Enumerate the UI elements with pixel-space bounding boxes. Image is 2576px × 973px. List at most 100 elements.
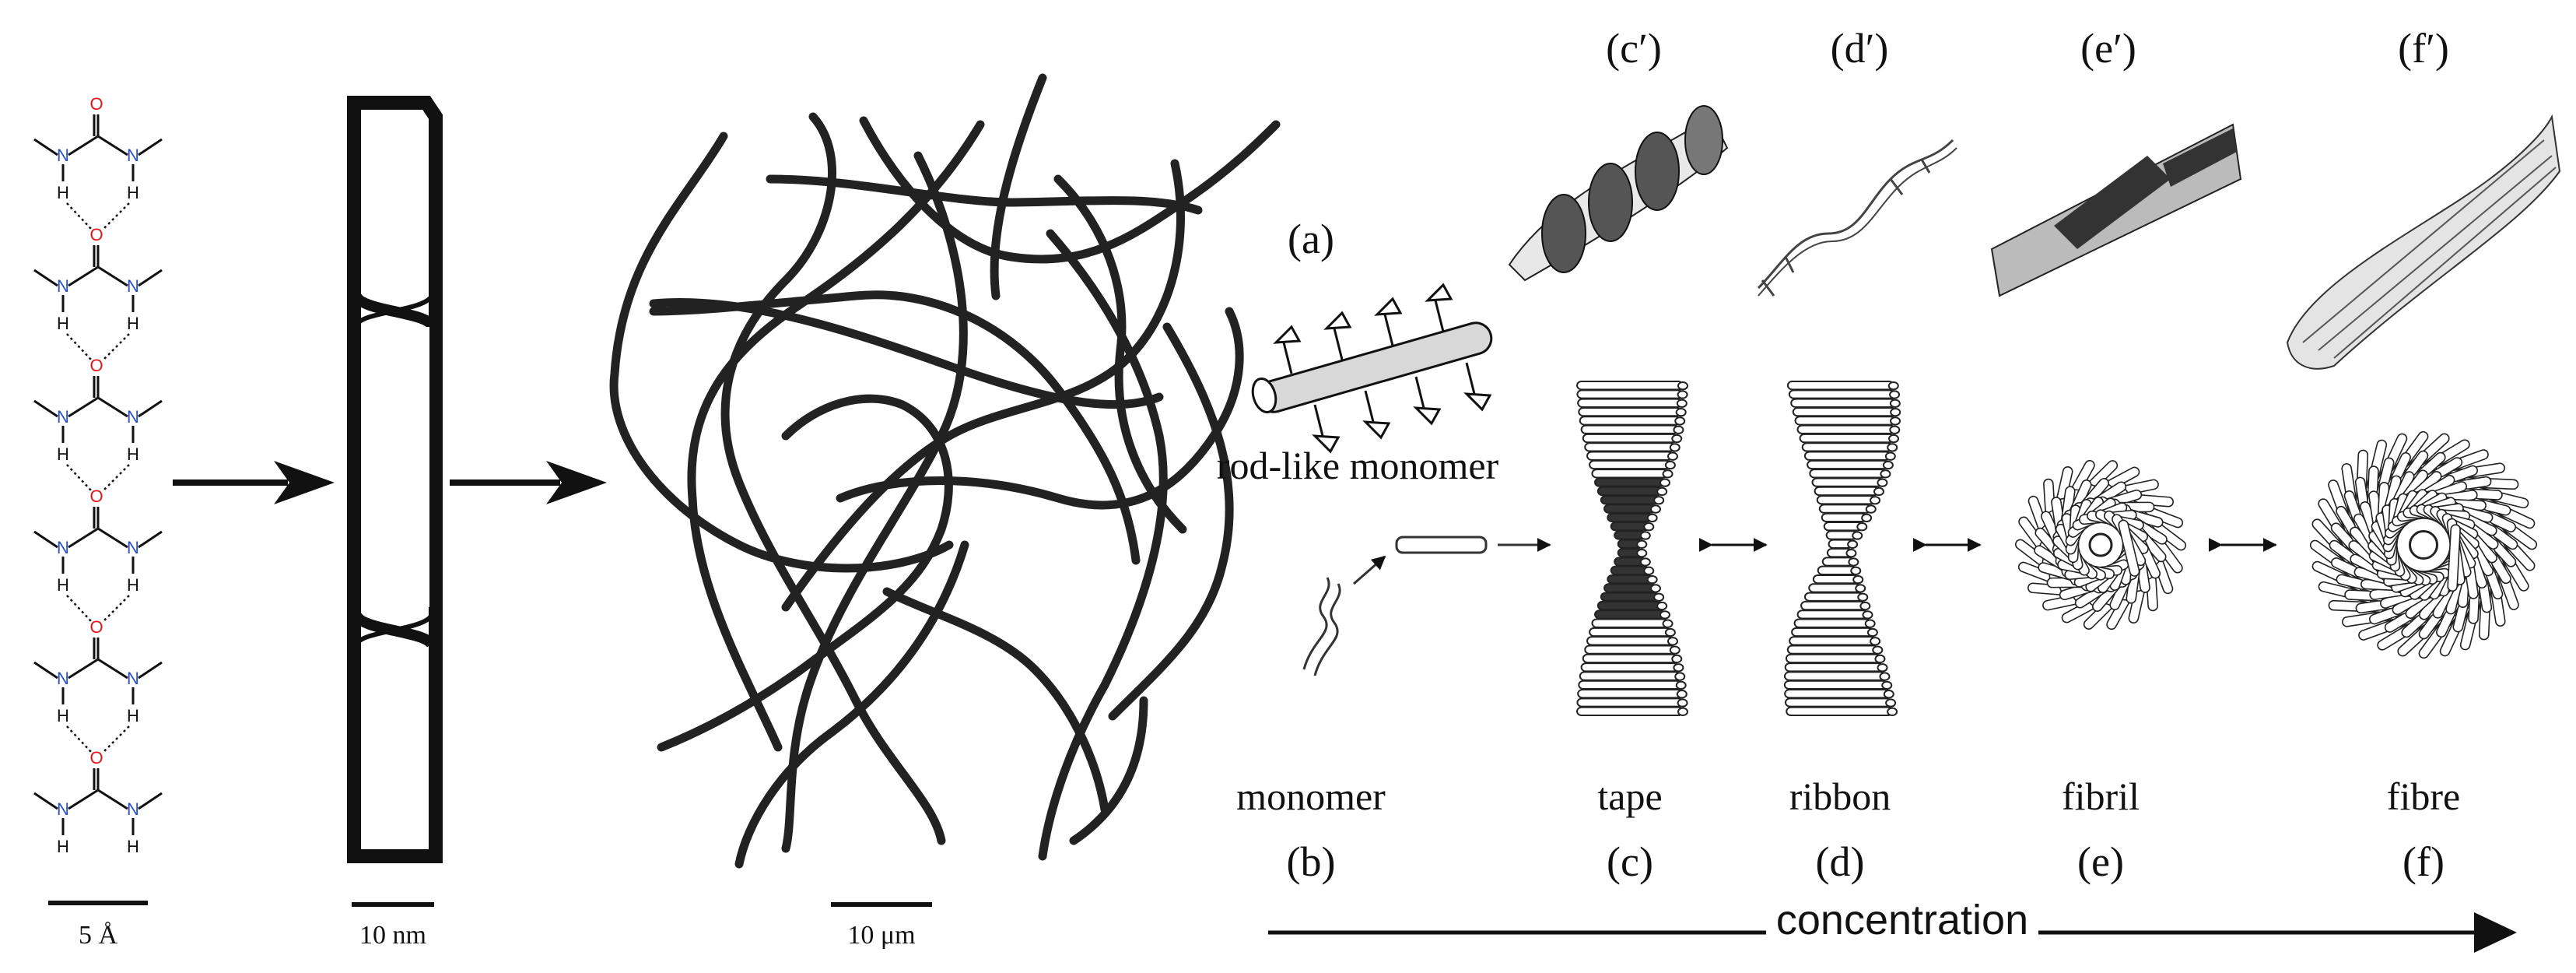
scale-bar-10nm: 10 nm [352, 902, 434, 950]
monomer-end [1848, 557, 1859, 567]
monomer-end [1855, 584, 1866, 593]
monomer-end [1856, 522, 1868, 532]
name-monomer: monomer [1236, 775, 1386, 818]
monomer-end [1649, 504, 1661, 514]
stacked-monomer [1793, 618, 1871, 628]
oxygen-atom: O [89, 94, 103, 114]
stacked-monomer [1783, 671, 1886, 681]
stacked-monomer [1589, 459, 1671, 470]
oxygen-atom: O [89, 748, 103, 768]
monomer-end [1667, 637, 1678, 646]
monomer-end [1857, 592, 1869, 602]
stacked-monomer [1607, 512, 1653, 523]
stacked-monomer [1584, 645, 1676, 655]
label-c-prime: (c′) [1606, 25, 1662, 72]
monomer-end [1673, 663, 1684, 673]
stacked-monomer [1818, 504, 1872, 514]
name-ribbon: ribbon [1789, 775, 1891, 818]
hydrogen-bond [102, 595, 130, 623]
monomer-end [1677, 390, 1688, 399]
monomer-end [1659, 478, 1670, 487]
monomer-end [1639, 557, 1651, 567]
cn-bond [68, 658, 99, 680]
stacked-monomer [1582, 433, 1678, 444]
monomer-end [1669, 645, 1681, 655]
fibril-model-3d [1990, 123, 2242, 297]
stacked-monomer [1610, 565, 1650, 575]
rod-like-monomer [1251, 283, 1493, 454]
stacked-monomer [1807, 459, 1889, 470]
nitrogen-atom: N [57, 276, 69, 296]
stacked-monomer [1576, 697, 1684, 708]
monomer-end [1884, 451, 1896, 461]
cn-bond [68, 527, 99, 549]
monomer-end [1877, 478, 1888, 487]
monomer-end [1667, 451, 1678, 461]
monomer-end [1662, 619, 1674, 628]
cn-bond [97, 396, 128, 418]
monomer-end [1646, 574, 1658, 585]
label-d-prime: (d′) [1831, 25, 1889, 72]
stacked-monomer [1600, 495, 1660, 505]
monomer-end [1664, 627, 1676, 638]
monomer-end [1653, 496, 1665, 505]
monomer-end [1643, 522, 1655, 532]
nitrogen-atom: N [127, 799, 139, 819]
stacked-monomer [1591, 469, 1669, 479]
packed-tape [2118, 519, 2140, 577]
stacked-monomer [1786, 645, 1879, 655]
letter-b: (b) [1287, 838, 1336, 885]
stacked-monomer [1816, 495, 1877, 505]
stacked-monomer [1803, 592, 1864, 602]
fibre-core [2409, 530, 2438, 560]
monomer-end [1676, 690, 1688, 699]
stacked-monomer [1576, 381, 1684, 391]
monomer-end [1662, 469, 1674, 479]
monomer-end [1852, 574, 1864, 585]
stacked-monomer [1796, 609, 1869, 620]
label-e-prime: (e′) [2080, 25, 2136, 72]
stacked-monomer [1809, 469, 1887, 479]
stacked-monomer [1578, 680, 1682, 690]
n-substituent-bond [138, 661, 163, 680]
hydrogen-bond [66, 595, 93, 623]
monomer-end [1649, 584, 1661, 593]
nitrogen-atom: N [127, 669, 139, 688]
monomer-end [1872, 645, 1884, 655]
hydrogen-atom: H [57, 314, 69, 333]
stacked-monomer [1600, 592, 1660, 602]
stacked-monomer [1579, 416, 1681, 426]
stacked-monomer [1582, 653, 1678, 664]
n-substituent-bond [138, 530, 163, 549]
stacked-monomer [1577, 398, 1683, 408]
scale-label-10um: 10 μm [847, 921, 915, 950]
scale-bar-5A: 5 Å [48, 901, 148, 950]
hydrogen-atom: H [127, 444, 139, 464]
stacked-monomer [1783, 680, 1888, 690]
stacked-monomer [1594, 609, 1666, 620]
twisted-tape [347, 96, 443, 863]
hydrogen-bond [102, 725, 130, 753]
hydrogen-bond [102, 464, 130, 492]
monomer-end [1674, 416, 1686, 426]
stacked-monomer [1579, 671, 1681, 681]
ribbon-stack [1783, 381, 1901, 716]
monomer-end [1887, 707, 1898, 716]
monomer-end [1676, 399, 1688, 408]
tape-stack [1576, 381, 1688, 716]
name-fibre: fibre [2387, 775, 2460, 818]
scale-label-10nm: 10 nm [359, 921, 426, 950]
cn-bond [97, 265, 128, 287]
monomer-end [1669, 443, 1681, 452]
fibril-cross-section [2014, 459, 2187, 631]
monomer-conversion [1302, 536, 1551, 676]
monomer-end [1677, 707, 1688, 716]
nitrogen-atom: N [127, 538, 139, 557]
stacked-monomer [1791, 627, 1873, 638]
monomer-end [1887, 443, 1898, 452]
